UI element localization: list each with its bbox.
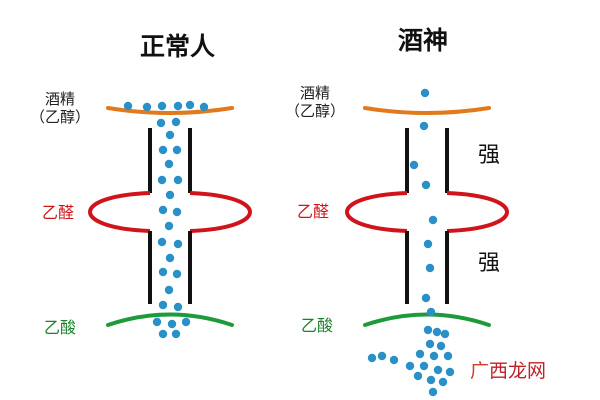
right-acetic-acid-label: 乙酸 bbox=[301, 316, 334, 335]
left-acetic-acid-label: 乙酸 bbox=[44, 318, 77, 337]
watermark-text: 西龙网 bbox=[489, 360, 547, 382]
molecule-dot bbox=[164, 159, 174, 169]
molecule-dot bbox=[158, 329, 168, 339]
molecule-dot bbox=[171, 117, 181, 127]
left-acetaldehyde-label: 乙醛 bbox=[42, 203, 75, 222]
molecule-dot bbox=[440, 329, 450, 339]
molecule-dot bbox=[164, 285, 174, 295]
molecule-dot bbox=[171, 329, 181, 339]
molecule-dot bbox=[389, 355, 399, 365]
molecule-dot bbox=[436, 341, 446, 351]
left-alcohol-arc bbox=[106, 106, 234, 115]
molecule-dot bbox=[433, 365, 443, 375]
molecule-dot bbox=[158, 300, 168, 310]
molecule-dot bbox=[432, 327, 442, 337]
left-alcohol-label-line1: 酒精 bbox=[45, 90, 76, 108]
molecule-dot bbox=[181, 317, 191, 327]
molecule-dot bbox=[142, 102, 152, 112]
molecule-dot bbox=[164, 221, 174, 231]
molecule-dot bbox=[428, 215, 438, 225]
right-acetaldehyde-label: 乙醛 bbox=[297, 202, 330, 221]
right-alcohol-label: 酒精 （乙醇） bbox=[285, 86, 345, 119]
left-acetic-acid-arc bbox=[106, 312, 234, 327]
molecule-dot bbox=[420, 88, 430, 98]
molecule-dot bbox=[123, 101, 133, 111]
molecule-dot bbox=[172, 269, 182, 279]
molecule-dot bbox=[152, 317, 162, 327]
molecule-dot bbox=[185, 100, 195, 110]
molecule-dot bbox=[428, 387, 438, 397]
right-alcohol-label-line2: （乙醇） bbox=[285, 102, 346, 120]
left-alcohol-label-line2: （乙醇） bbox=[30, 108, 91, 126]
left-acetaldehyde-ring-left bbox=[88, 191, 151, 233]
strong-label-lower: 强 bbox=[478, 251, 501, 276]
molecule-dot bbox=[421, 293, 431, 303]
molecule-dot bbox=[426, 375, 436, 385]
molecule-dot bbox=[445, 367, 455, 377]
alcohol-molecules bbox=[123, 88, 455, 397]
right-alcohol-arc bbox=[363, 106, 491, 115]
molecule-dot bbox=[425, 339, 435, 349]
right-acetaldehyde-ring-left bbox=[345, 191, 408, 233]
molecule-dot bbox=[157, 175, 167, 185]
molecule-dot bbox=[419, 121, 429, 131]
left-acetaldehyde-ring-right bbox=[189, 191, 252, 233]
molecule-dot bbox=[173, 101, 183, 111]
molecule-dot bbox=[423, 325, 433, 335]
molecule-dot bbox=[165, 253, 175, 263]
right-acetaldehyde-ring-right bbox=[446, 191, 509, 233]
molecule-dot bbox=[173, 239, 183, 249]
right-alcohol-label-line1: 酒精 bbox=[300, 84, 331, 102]
molecule-dot bbox=[419, 361, 429, 371]
left-alcohol-label: 酒精 （乙醇） bbox=[30, 92, 90, 125]
molecule-dot bbox=[157, 237, 167, 247]
molecule-dot bbox=[172, 145, 182, 155]
molecule-dot bbox=[423, 239, 433, 249]
molecule-dot bbox=[377, 351, 387, 361]
molecule-dot bbox=[443, 351, 453, 361]
molecule-dot bbox=[415, 349, 425, 359]
molecule-dot bbox=[173, 302, 183, 312]
molecule-dot bbox=[158, 205, 168, 215]
molecule-dot bbox=[156, 118, 166, 128]
molecule-dot bbox=[429, 351, 439, 361]
watermark-logo-mark: 广 bbox=[470, 360, 490, 382]
molecule-dot bbox=[199, 102, 209, 112]
molecule-dot bbox=[421, 180, 431, 190]
molecule-dot bbox=[413, 371, 423, 381]
right-acetic-acid-arc bbox=[363, 312, 491, 327]
left-title: 正常人 bbox=[140, 32, 216, 61]
molecule-dot bbox=[157, 101, 167, 111]
molecule-dot bbox=[158, 145, 168, 155]
molecule-dot bbox=[172, 207, 182, 217]
molecule-dot bbox=[165, 190, 175, 200]
molecule-dot bbox=[409, 160, 419, 170]
normal-person-funnel bbox=[88, 106, 252, 327]
right-title: 酒神 bbox=[398, 26, 449, 55]
molecule-dot bbox=[173, 175, 183, 185]
molecule-dot bbox=[367, 353, 377, 363]
site-watermark: 广西龙网 bbox=[470, 362, 546, 381]
molecule-dot bbox=[426, 307, 436, 317]
molecule-dot bbox=[165, 130, 175, 140]
molecule-dot bbox=[158, 267, 168, 277]
molecule-dot bbox=[425, 263, 435, 273]
molecule-dot bbox=[405, 361, 415, 371]
drinker-funnel bbox=[345, 106, 509, 327]
strong-label-upper: 强 bbox=[478, 143, 501, 168]
molecule-dot bbox=[438, 377, 448, 387]
molecule-dot bbox=[167, 319, 177, 329]
